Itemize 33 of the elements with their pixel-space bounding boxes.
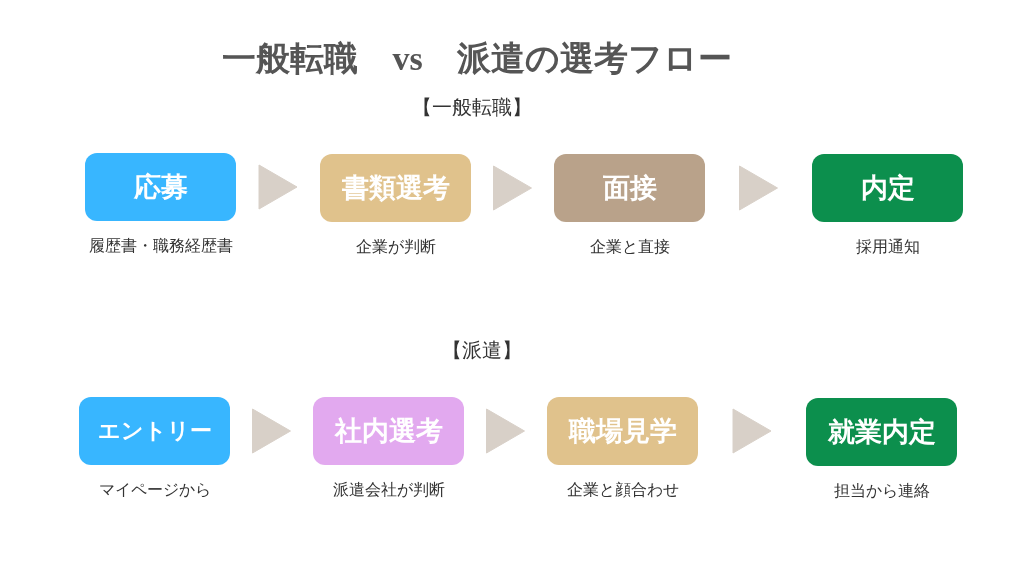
section-heading: 【一般転職】 [412, 95, 532, 120]
section-heading: 【派遣】 [442, 338, 522, 363]
arrow [252, 408, 291, 454]
step-caption: マイページから [98, 480, 211, 500]
arrow [732, 408, 772, 454]
process-box [313, 397, 464, 465]
step-caption: 派遣会社が判断 [332, 480, 445, 500]
diagram-title: 一般転職 vs 派遣の選考フロー [222, 39, 732, 79]
step-caption: 企業と顔合わせ [566, 480, 679, 500]
step-caption: 担当から連絡 [833, 481, 930, 501]
step-title: 書類選考 [341, 172, 450, 205]
step-title: 職場見学 [568, 415, 677, 448]
step-title: 就業内定 [827, 416, 936, 449]
step-caption: 履歴書・職務経歴書 [88, 236, 233, 256]
process-box [79, 397, 230, 465]
arrow [486, 408, 525, 454]
step-title: 面接 [602, 172, 657, 205]
step-title: 社内選考 [334, 415, 443, 448]
step-title: エントリー [97, 417, 212, 445]
step-caption: 採用通知 [855, 237, 920, 257]
process-box [320, 154, 471, 222]
process-box [812, 154, 963, 222]
step-caption: 企業と直接 [589, 237, 670, 257]
process-box [806, 398, 957, 466]
step-caption: 企業が判断 [355, 237, 436, 257]
arrow [258, 164, 298, 210]
process-box [85, 153, 236, 221]
step-title: 応募 [133, 171, 188, 204]
process-box [554, 154, 705, 222]
arrow [493, 165, 532, 211]
step-title: 内定 [860, 172, 915, 205]
process-box [547, 397, 698, 465]
arrow [739, 165, 778, 211]
